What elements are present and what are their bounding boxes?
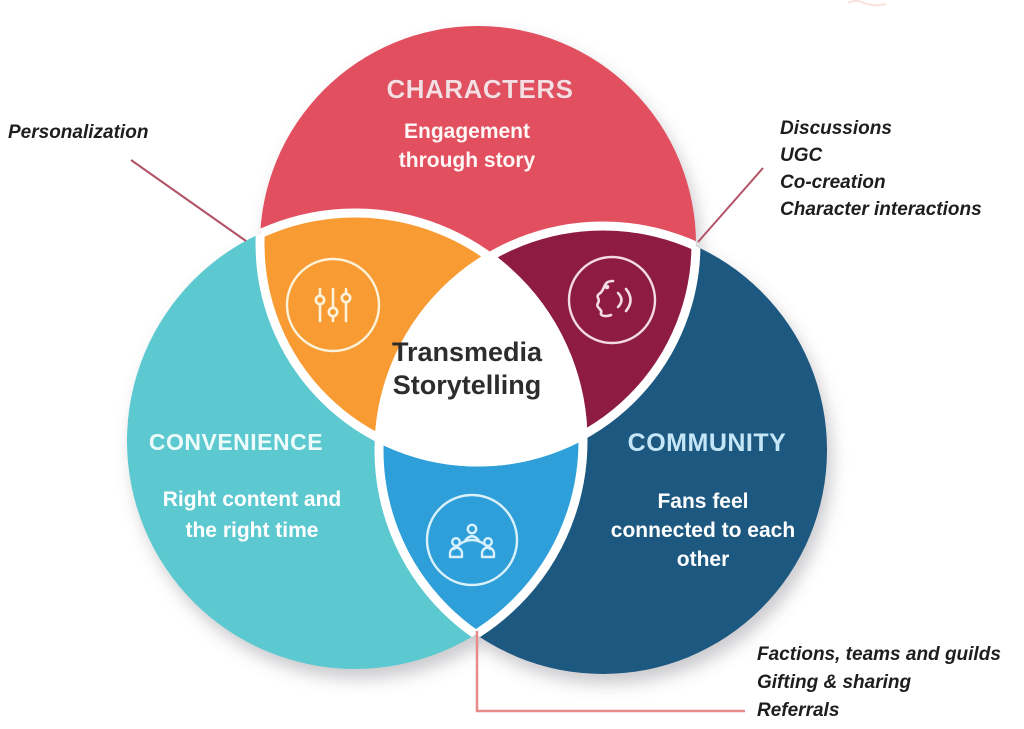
center-label: Transmedia Storytelling [391,337,543,400]
convenience-subtitle: Right content and the right time [162,488,342,542]
convenience-title: CONVENIENCE [148,429,324,455]
factions-connector-line [475,631,745,713]
community-subtitle: Fans feel connected to each other [610,490,796,571]
people-network-icon [425,493,519,587]
talking-face-icon [567,255,657,345]
community-title: COMMUNITY [627,429,787,457]
cropped-edge-artifact [847,0,887,7]
characters-subtitle: Engagement through story [398,120,536,172]
region-separators [255,208,701,674]
sliders-icon [285,257,381,353]
annotation-personalization: Personalization [8,122,149,143]
characters-title-color-layer: CHARACTERS [386,74,574,104]
discussions-connector-line [697,167,764,243]
annotation-factions: Factions, teams and guilds Gifting & sha… [757,644,1001,721]
characters-title: CHARACTERS [386,74,574,104]
annotation-community-interactions: Discussions UGC Co-creation Character in… [780,118,982,220]
personalization-connector-line [130,159,247,242]
